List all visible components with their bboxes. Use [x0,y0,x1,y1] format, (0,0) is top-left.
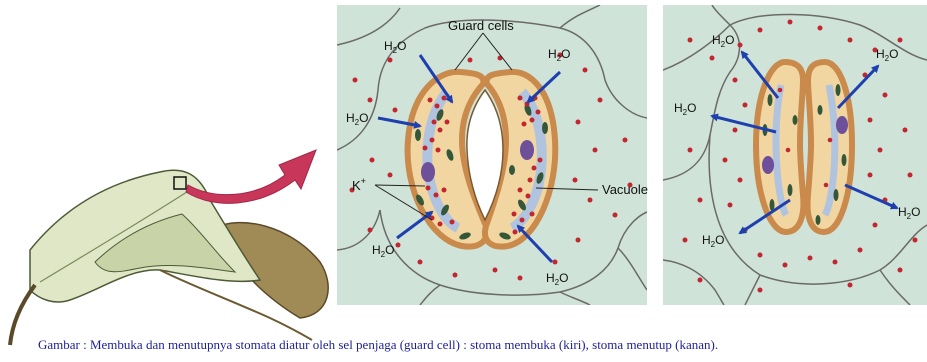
nucleus [836,116,848,134]
nucleus [421,162,435,182]
vacuole-label: Vacuole [602,182,648,197]
figure-caption: Gambar : Membuka dan menutupnya stomata … [38,337,927,357]
leaf-illustration [10,170,328,345]
open-stoma-panel: Guard cells K+ Vacuole H2O H2O H2O H2O H… [337,5,648,305]
guard-cells-label: Guard cells [448,18,514,33]
guard-cell-right [808,62,852,232]
nucleus [520,140,534,160]
petiole [10,285,35,345]
nucleus [762,156,774,174]
zoom-arrow [186,150,316,203]
closed-stoma-panel: H2O H2O H2O H2O H2O [663,5,927,305]
